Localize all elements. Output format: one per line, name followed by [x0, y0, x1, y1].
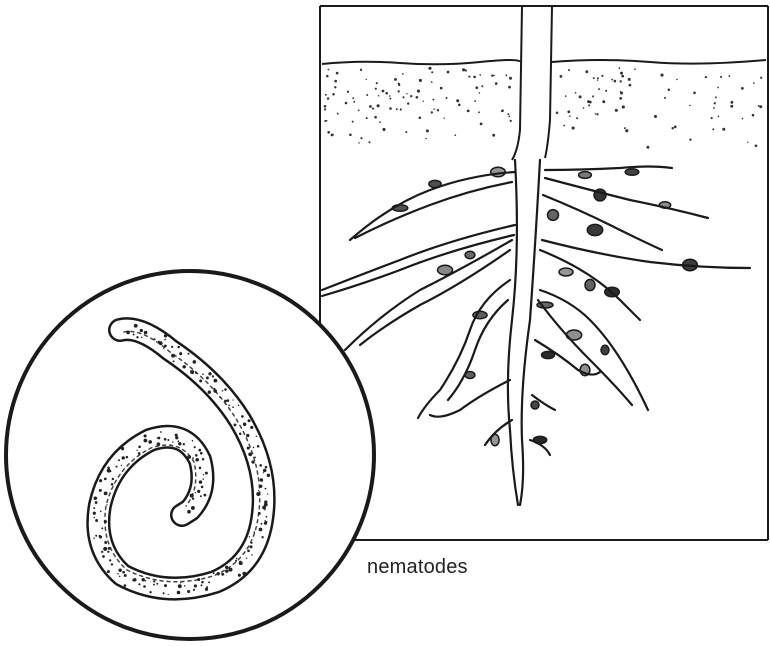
caption-label: nematodes — [367, 556, 468, 579]
soil-layer — [324, 67, 763, 149]
soil-surface — [322, 60, 766, 64]
plant-stem — [512, 6, 552, 160]
root-panel — [320, 6, 768, 540]
root-system — [322, 160, 750, 505]
